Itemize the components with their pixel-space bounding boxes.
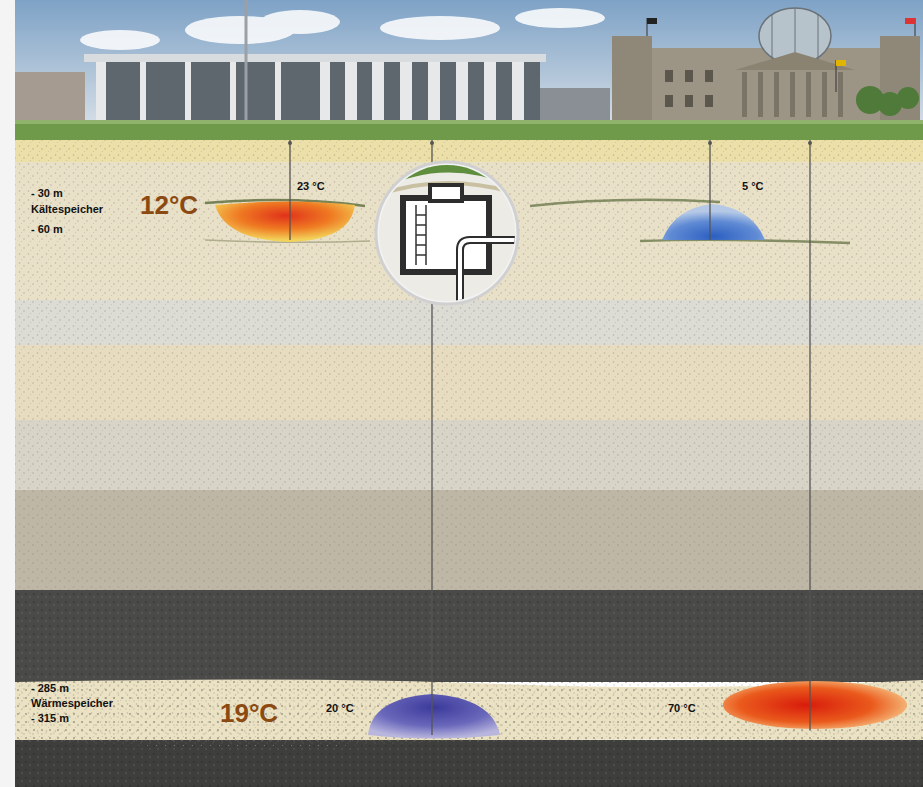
temperature-label: 19°C [220,700,278,726]
temperature-label: 12°C [140,192,198,218]
depth-label: 23 °C [297,181,325,192]
depth-label: - 60 m [31,224,63,235]
depth-label: 20 °C [326,703,354,714]
depth-label: Kältespeicher [31,204,103,215]
depth-label: - 315 m [31,713,69,724]
depth-label: - 30 m [31,188,63,199]
depth-label: - 285 m [31,683,69,694]
depth-label: 70 °C [668,703,696,714]
depth-label: 5 °C [742,181,764,192]
depth-label: Wärmespeicher [31,698,113,709]
